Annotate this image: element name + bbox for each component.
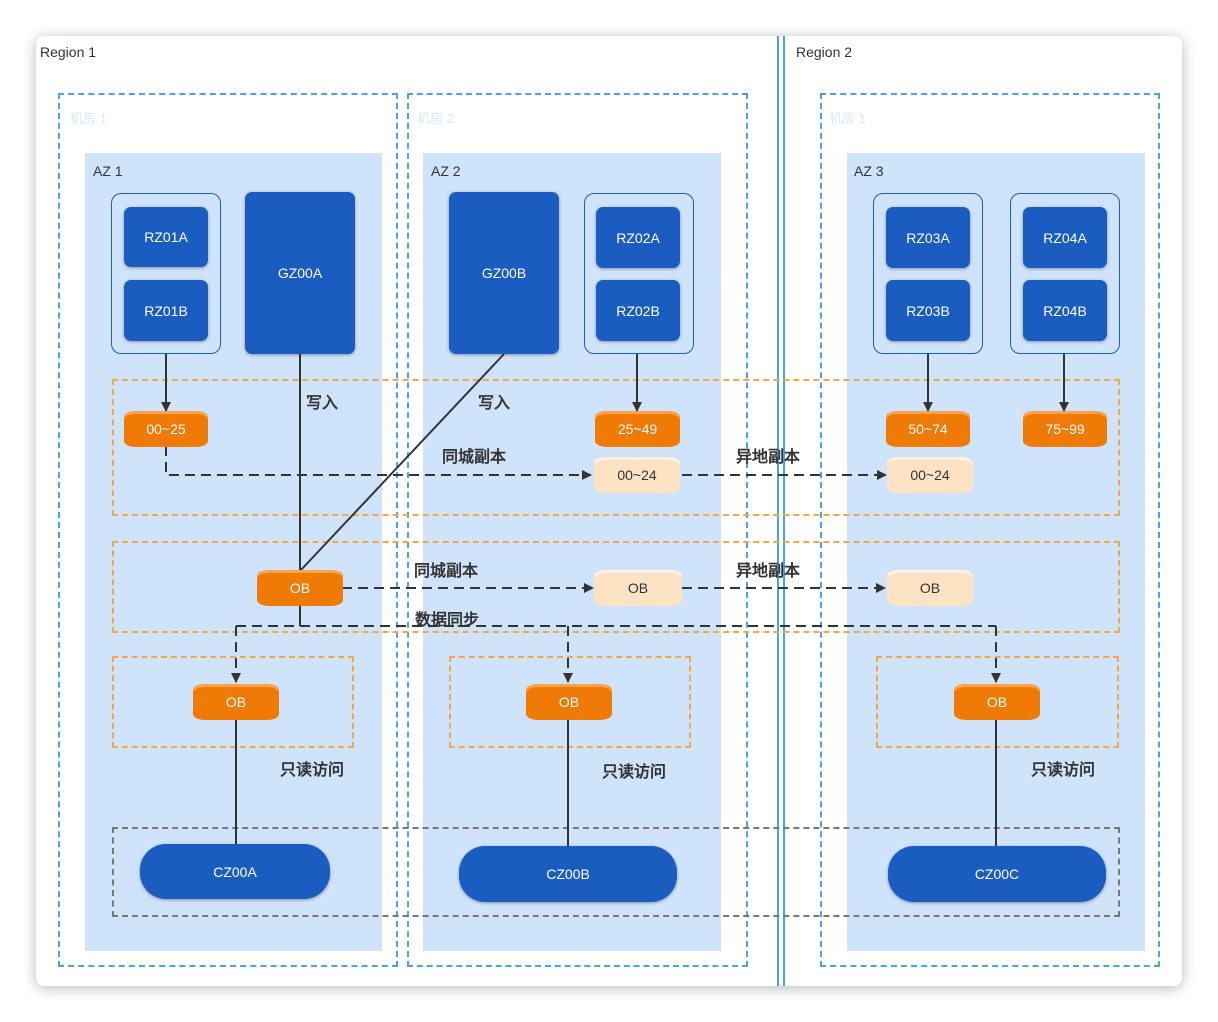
ob-zone [112, 541, 1120, 633]
readonly-label-3: 只读访问 [1031, 762, 1096, 779]
readonly-zone-3 [876, 656, 1119, 748]
data-sync-label: 数据同步 [415, 612, 480, 629]
same-city-replica-label-1: 同城副本 [442, 449, 507, 466]
connector-lines [161, 341, 1069, 848]
shard-replica-remote: 00~24 [887, 457, 973, 493]
shard-zone [112, 379, 1120, 516]
gz00b-node[interactable]: GZ00B [449, 192, 559, 354]
rz04b-node[interactable]: RZ04B [1023, 280, 1107, 341]
rz04a-node[interactable]: RZ04A [1023, 207, 1107, 268]
idc-3-label: 机房 1 [829, 111, 866, 126]
gz00a-node[interactable]: GZ00A [245, 192, 355, 354]
az-1-label: AZ 1 [93, 163, 123, 179]
az-3-label: AZ 3 [854, 163, 884, 179]
readonly-zone-1 [112, 656, 354, 748]
region-2-label: Region 2 [796, 44, 853, 60]
cz00c-node[interactable]: CZ00C [888, 846, 1106, 902]
rz02b-node[interactable]: RZ02B [596, 280, 680, 341]
remote-replica-label-1: 异地副本 [736, 449, 801, 466]
remote-replica-label-2: 异地副本 [736, 563, 801, 580]
shard-50-74: 50~74 [886, 411, 970, 447]
cz00a-node[interactable]: CZ00A [140, 844, 330, 899]
region-divider [777, 36, 779, 986]
shard-00-25: 00~25 [124, 411, 208, 447]
readonly-label-1: 只读访问 [280, 762, 345, 779]
write-label-2: 写入 [478, 395, 511, 412]
ob-replica-remote: OB [887, 570, 973, 606]
idc-box-3 [820, 93, 1160, 967]
ob-main: OB [257, 570, 343, 606]
same-city-replica-label-2: 同城副本 [414, 563, 479, 580]
ob-replica-same-city: OB [594, 570, 682, 606]
rz03b-node[interactable]: RZ03B [886, 280, 970, 341]
readonly-label-2: 只读访问 [602, 764, 667, 781]
rz03a-node[interactable]: RZ03A [886, 207, 970, 268]
idc-box-2 [407, 93, 748, 967]
shard-75-99: 75~99 [1023, 411, 1107, 447]
ob-readonly-3: OB [954, 684, 1040, 720]
region-1-label: Region 1 [40, 44, 97, 60]
rz01a-node[interactable]: RZ01A [124, 207, 208, 267]
write-label-1: 写入 [306, 395, 339, 412]
shard-replica-same-city: 00~24 [594, 457, 680, 493]
az-2-label: AZ 2 [431, 163, 461, 179]
cz00b-node[interactable]: CZ00B [459, 846, 677, 902]
region-divider [783, 36, 785, 986]
idc-box-1 [58, 93, 398, 967]
idc-2-label: 机房 2 [417, 111, 454, 126]
shard-25-49: 25~49 [595, 411, 680, 447]
rz02a-node[interactable]: RZ02A [596, 207, 680, 268]
rz01b-node[interactable]: RZ01B [124, 280, 208, 341]
client-zone [112, 827, 1120, 917]
diagram-canvas: Region 1 Region 2 机房 1 机房 2 机房 1 AZ 1 AZ… [36, 36, 1182, 986]
ob-readonly-2: OB [526, 684, 612, 720]
ob-readonly-1: OB [193, 684, 279, 720]
readonly-zone-2 [449, 656, 691, 748]
idc-1-label: 机房 1 [70, 111, 107, 126]
